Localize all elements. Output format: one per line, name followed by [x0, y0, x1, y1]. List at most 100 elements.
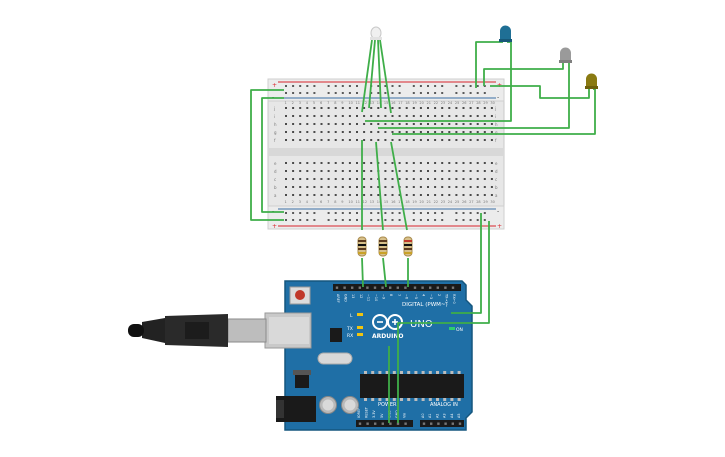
breadboard-hole — [405, 162, 408, 164]
breadboard-hole — [455, 123, 458, 125]
breadboard-hole — [441, 194, 444, 196]
reset-button[interactable] — [295, 290, 305, 300]
row-letter-h-right: h — [495, 122, 498, 127]
rail-hole — [306, 212, 309, 214]
usb-cable-strain-relief — [142, 318, 165, 343]
digital-pin[interactable] — [436, 286, 439, 289]
column-number: 11 — [356, 200, 360, 204]
digital-pin[interactable] — [404, 286, 407, 289]
analog-pin[interactable] — [458, 422, 462, 425]
column-number: 17 — [398, 101, 402, 105]
column-number: 7 — [327, 101, 329, 105]
column-number: 27 — [469, 101, 473, 105]
analog-pin[interactable] — [451, 422, 454, 425]
power-pin[interactable] — [366, 422, 369, 425]
breadboard-hole — [434, 194, 437, 196]
analog-pin[interactable] — [422, 422, 426, 425]
breadboard-hole — [292, 170, 295, 172]
breadboard-hole — [363, 186, 366, 188]
breadboard-hole — [455, 178, 458, 180]
breadboard-hole — [370, 123, 373, 125]
digital-pin[interactable] — [381, 286, 384, 289]
resistor-1-band-3 — [358, 248, 366, 250]
breadboard-hole — [434, 170, 437, 172]
power-pin[interactable] — [404, 422, 407, 425]
digital-pin[interactable] — [421, 286, 424, 289]
digital-pin[interactable] — [451, 286, 455, 289]
rail-hole — [441, 85, 444, 87]
bottom-power-rail — [267, 205, 505, 230]
resistor-2-band-3 — [379, 248, 387, 250]
column-number: 21 — [427, 200, 431, 204]
breadboard-hole — [348, 162, 351, 164]
power-pin[interactable] — [358, 422, 362, 425]
analog-pin[interactable] — [444, 422, 447, 425]
column-number: 19 — [412, 101, 416, 105]
breadboard-hole — [363, 178, 366, 180]
wire-rgb-leg-1 — [361, 39, 373, 113]
breadboard-hole — [341, 115, 344, 117]
mcu-pin — [414, 398, 418, 401]
power-pin[interactable] — [389, 422, 392, 425]
analog-pin[interactable] — [437, 422, 440, 425]
row-letter-j-right: j — [494, 106, 496, 111]
digital-pin[interactable] — [396, 286, 399, 289]
power-pin[interactable] — [374, 422, 377, 425]
digital-pin[interactable] — [429, 286, 432, 289]
digital-pin[interactable] — [358, 286, 361, 289]
breadboard-hole — [483, 162, 486, 164]
power-pin[interactable] — [381, 422, 384, 425]
breadboard-hole — [306, 194, 309, 196]
breadboard-hole — [299, 170, 302, 172]
breadboard-hole — [363, 107, 366, 109]
analog-header-label: ANALOG IN — [430, 402, 458, 408]
breadboard-hole — [419, 170, 422, 172]
power-header — [356, 420, 413, 427]
wire-yellow-led-cathode — [490, 85, 590, 99]
digital-pin[interactable] — [335, 286, 339, 289]
digital-pin-label: 13 — [351, 294, 355, 298]
breadboard-hole — [363, 170, 366, 172]
rail-hole — [313, 85, 316, 87]
breadboard-hole — [490, 186, 493, 188]
breadboard-hole — [469, 194, 472, 196]
rail-hole — [398, 219, 401, 221]
breadboard-hole — [327, 139, 330, 141]
digital-pin[interactable] — [389, 286, 392, 289]
digital-pin[interactable] — [351, 286, 354, 289]
row-letter-d-right: d — [495, 169, 498, 174]
blue-led-rim — [499, 39, 512, 42]
breadboard-hole — [341, 162, 344, 164]
breadboard-hole — [434, 131, 437, 133]
rail-hole — [384, 212, 387, 214]
breadboard-hole — [320, 123, 323, 125]
digital-pin-label: TX→1 — [444, 293, 448, 303]
column-number: 28 — [476, 101, 480, 105]
digital-pin[interactable] — [343, 286, 346, 289]
digital-pin[interactable] — [366, 286, 369, 289]
breadboard-hole — [448, 123, 451, 125]
breadboard-hole — [299, 178, 302, 180]
rail-hole — [327, 219, 330, 221]
breadboard-hole — [469, 107, 472, 109]
power-pin[interactable] — [396, 422, 400, 425]
column-number: 18 — [405, 200, 409, 204]
digital-pin-label: ~6 — [404, 294, 408, 299]
breadboard-hole — [462, 186, 465, 188]
breadboard-hole — [320, 115, 323, 117]
breadboard-hole — [299, 139, 302, 141]
breadboard-hole — [448, 139, 451, 141]
digital-pin[interactable] — [444, 286, 447, 289]
breadboard-hole — [377, 107, 380, 109]
digital-pin[interactable] — [373, 286, 377, 289]
column-number: 4 — [306, 200, 309, 204]
digital-pin[interactable] — [413, 286, 417, 289]
rail-hole — [455, 212, 458, 214]
digital-pin-label: 8 — [389, 294, 393, 296]
rail-hole — [398, 92, 401, 94]
rail-hole — [348, 85, 351, 87]
analog-pin[interactable] — [430, 422, 433, 425]
column-number: 4 — [306, 101, 309, 105]
wire-gray-led-cathode — [483, 63, 564, 86]
